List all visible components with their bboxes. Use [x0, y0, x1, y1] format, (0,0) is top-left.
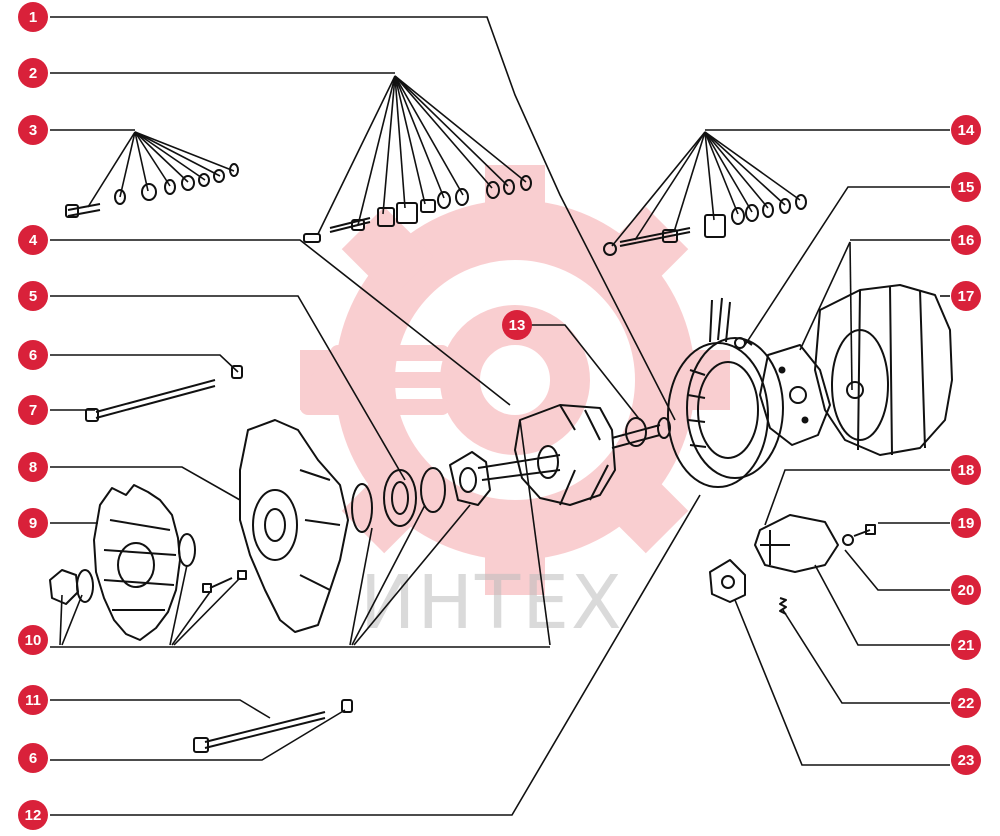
- svg-text:6: 6: [29, 347, 37, 364]
- callout-13[interactable]: 13: [502, 310, 532, 340]
- callout-5[interactable]: 5: [18, 281, 48, 311]
- callout-12[interactable]: 12: [18, 800, 48, 830]
- callout-16[interactable]: 16: [951, 225, 981, 255]
- callout-9[interactable]: 9: [18, 508, 48, 538]
- svg-text:9: 9: [29, 515, 37, 532]
- callout-22[interactable]: 22: [951, 688, 981, 718]
- brush-holder: [709, 559, 746, 603]
- svg-text:15: 15: [958, 179, 975, 196]
- svg-text:10: 10: [25, 632, 42, 649]
- svg-text:13: 13: [509, 317, 526, 334]
- callouts: 1 2 3 4 5 6 7 8 9 10 11: [18, 2, 981, 830]
- callout-18[interactable]: 18: [951, 455, 981, 485]
- callout-7[interactable]: 7: [18, 395, 48, 425]
- drive-end-housing: [239, 419, 349, 633]
- pulley-nut: [49, 569, 94, 605]
- svg-text:2: 2: [29, 65, 37, 82]
- callout-20[interactable]: 20: [951, 575, 981, 605]
- rotor: [477, 404, 671, 506]
- watermark-text: ИНТЕХ: [360, 560, 624, 646]
- svg-text:7: 7: [29, 402, 37, 419]
- brush-spring: [779, 597, 787, 615]
- callout-6-top[interactable]: 6: [18, 340, 48, 370]
- callout-3[interactable]: 3: [18, 115, 48, 145]
- through-bolt-11: [193, 699, 353, 753]
- callout-23[interactable]: 23: [951, 745, 981, 775]
- svg-text:19: 19: [958, 515, 975, 532]
- hardware-set-3: [65, 163, 239, 218]
- callout-17[interactable]: 17: [951, 281, 981, 311]
- svg-text:11: 11: [25, 692, 41, 709]
- svg-text:21: 21: [958, 637, 975, 654]
- callout-21[interactable]: 21: [951, 630, 981, 660]
- spacer: [178, 533, 196, 567]
- svg-text:3: 3: [29, 122, 37, 139]
- svg-text:18: 18: [958, 462, 975, 479]
- svg-text:1: 1: [29, 9, 37, 26]
- callout-19[interactable]: 19: [951, 508, 981, 538]
- svg-text:14: 14: [958, 122, 975, 139]
- rectifier-plate: [734, 337, 831, 446]
- svg-text:20: 20: [958, 582, 975, 599]
- svg-text:6: 6: [29, 750, 37, 767]
- callout-1[interactable]: 1: [18, 2, 48, 32]
- hardware-set-14: [603, 194, 807, 256]
- callout-4[interactable]: 4: [18, 225, 48, 255]
- callout-6-bottom[interactable]: 6: [18, 743, 48, 773]
- through-bolt-7: [85, 365, 243, 422]
- voltage-regulator: [754, 514, 876, 573]
- callout-11[interactable]: 11: [18, 685, 48, 715]
- svg-text:17: 17: [958, 288, 975, 305]
- svg-text:22: 22: [958, 695, 975, 712]
- hardware-set-2: [303, 175, 532, 243]
- fan: [93, 484, 181, 641]
- parts-drawing: [49, 163, 953, 753]
- callout-14[interactable]: 14: [951, 115, 981, 145]
- callout-2[interactable]: 2: [18, 58, 48, 88]
- svg-text:16: 16: [958, 232, 975, 249]
- leader-lines: [50, 16, 950, 816]
- slip-ring-end-housing: [814, 284, 953, 456]
- callout-10[interactable]: 10: [18, 625, 48, 655]
- callout-8[interactable]: 8: [18, 452, 48, 482]
- stator: [667, 297, 784, 488]
- small-screw: [202, 570, 247, 593]
- callout-15[interactable]: 15: [951, 172, 981, 202]
- svg-text:23: 23: [958, 752, 975, 769]
- bearing-front: [351, 451, 491, 533]
- svg-text:5: 5: [29, 288, 37, 305]
- svg-text:12: 12: [25, 807, 42, 824]
- svg-text:4: 4: [29, 232, 38, 249]
- svg-text:8: 8: [29, 459, 37, 476]
